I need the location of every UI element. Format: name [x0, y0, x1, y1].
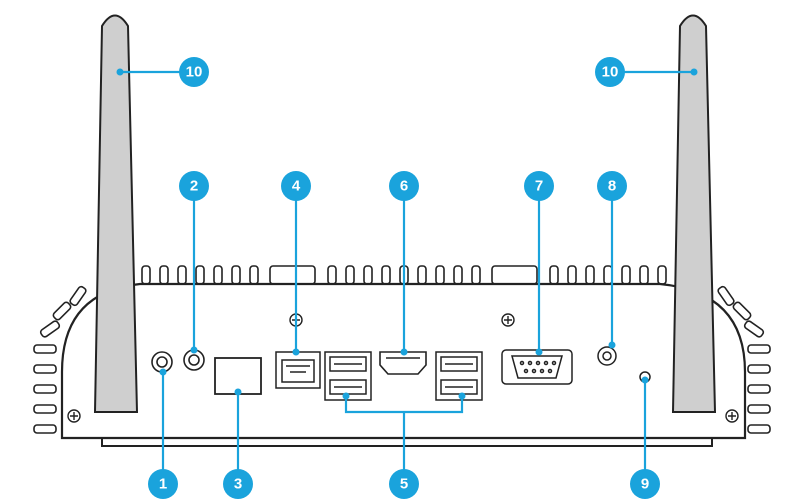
svg-text:7: 7: [535, 178, 543, 195]
callout-badge-9: 9: [630, 469, 660, 499]
callout-lines: [120, 70, 694, 480]
hdmi-port: [379, 351, 427, 375]
svg-text:1: 1: [159, 476, 167, 493]
antenna-connector: [597, 346, 617, 366]
svg-text:10: 10: [186, 64, 203, 81]
callout-badge-3: 3: [223, 469, 253, 499]
usb-ports-left: [324, 351, 372, 401]
ethernet-port: [275, 351, 321, 389]
svg-text:8: 8: [608, 178, 616, 195]
antenna-left: [93, 14, 139, 413]
svg-text:3: 3: [234, 476, 242, 493]
callout-badge-1: 1: [148, 469, 178, 499]
screw-icon: [67, 409, 81, 423]
callout-badge-10-right: 10: [595, 57, 625, 87]
callout-badge-4: 4: [281, 171, 311, 201]
svg-text:4: 4: [292, 178, 301, 195]
callout-dots: [116, 68, 698, 400]
chassis-base: [101, 438, 713, 447]
callout-badge-6: 6: [389, 171, 419, 201]
callout-badge-7: 7: [524, 171, 554, 201]
antenna-right: [671, 14, 717, 413]
callout-badge-8: 8: [597, 171, 627, 201]
svg-text:10: 10: [602, 64, 619, 81]
svg-text:2: 2: [190, 178, 198, 195]
callout-badge-10-left: 10: [179, 57, 209, 87]
svg-text:5: 5: [400, 476, 408, 493]
callout-badge-5: 5: [389, 469, 419, 499]
screw-icon: [501, 313, 515, 327]
svg-text:9: 9: [641, 476, 649, 493]
serial-port: [501, 349, 573, 385]
svg-text:6: 6: [400, 178, 408, 195]
callout-badge-2: 2: [179, 171, 209, 201]
screw-icon: [725, 409, 739, 423]
audio-jack-1: [151, 351, 173, 373]
usb-ports-right: [435, 351, 483, 401]
left-side-fins: [33, 285, 87, 434]
audio-jack-2: [183, 349, 205, 371]
right-side-fins: [717, 285, 771, 434]
